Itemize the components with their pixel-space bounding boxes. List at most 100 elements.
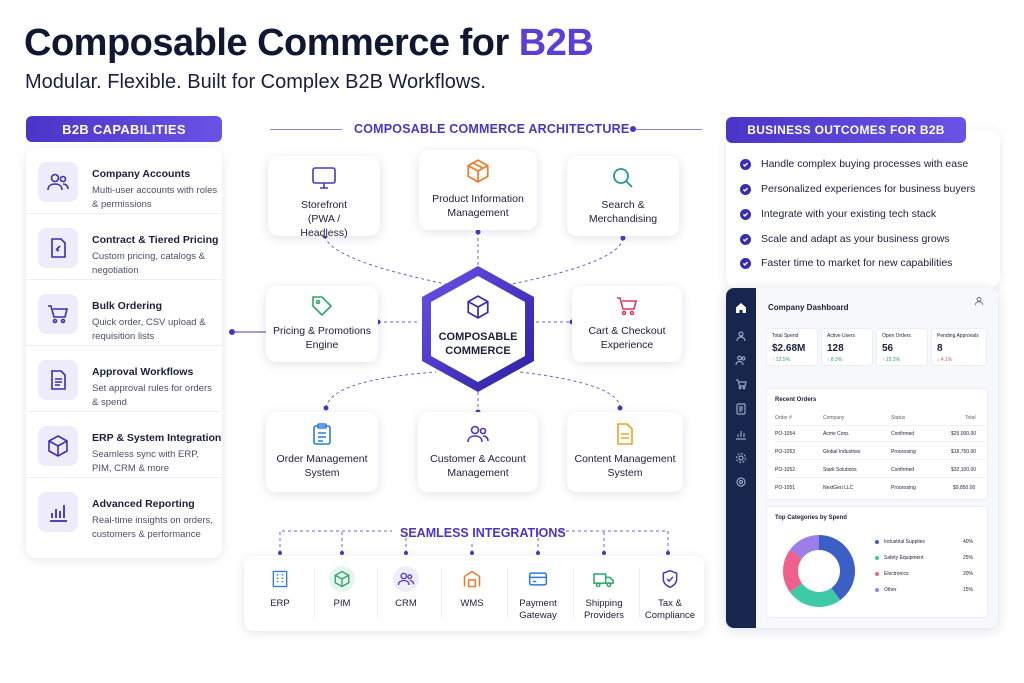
row-divider <box>775 459 985 460</box>
donut-slice-0 <box>819 535 855 601</box>
capability-contract-pricing[interactable]: Contract & Tiered Pricing Custom pricing… <box>26 214 222 280</box>
integration-label: WMS <box>460 598 484 609</box>
heading-dot <box>630 126 636 132</box>
capability-title: Company Accounts <box>92 168 191 180</box>
row-divider <box>775 477 985 478</box>
user-icon[interactable] <box>735 330 747 342</box>
integration-wms[interactable]: WMS <box>440 556 504 631</box>
table-cell: $18,750.00 <box>951 449 977 455</box>
integration-label: PIM <box>333 598 351 609</box>
integration-crm[interactable]: CRM <box>374 556 438 631</box>
column-header: Company <box>823 415 845 421</box>
legend-dot <box>875 540 879 544</box>
capability-desc: Set approval rules for orders & spend <box>92 383 212 408</box>
capability-desc: Seamless sync with ERP, PIM, CRM & more <box>92 449 200 474</box>
capabilities-heading: B2B CAPABILITIES <box>26 116 222 142</box>
truck-icon <box>591 566 617 592</box>
users-icon[interactable] <box>735 354 747 366</box>
monitor-icon <box>312 167 336 189</box>
kpi-label: Open Orders <box>882 333 911 339</box>
donut-slice-1 <box>789 583 841 607</box>
node-cart[interactable]: Cart & Checkout Experience <box>572 286 682 362</box>
kpi-delta: ↓ 4.1% <box>937 357 953 363</box>
node-pim[interactable]: Product Information Management <box>419 150 537 230</box>
kpi-label: Active Users <box>827 333 856 339</box>
node-label: Cart & Checkout Experience <box>588 325 666 351</box>
building-icon <box>267 566 293 592</box>
node-storefront[interactable]: Storefront (PWA / Headless) <box>268 156 380 239</box>
legend-dot <box>875 556 879 560</box>
divider <box>573 568 574 618</box>
capability-erp-integration[interactable]: ERP & System Integration Seamless sync w… <box>26 412 222 478</box>
capability-approval-workflows[interactable]: Approval Workflows Set approval rules fo… <box>26 346 222 412</box>
column-header: Total <box>965 415 976 421</box>
node-search[interactable]: Search & Merchandising <box>567 156 679 236</box>
top-categories-card: Top Categories by Spend Industrial Suppl… <box>766 506 988 618</box>
architecture-heading: COMPOSABLE COMMERCE ARCHITECTURE <box>354 122 630 136</box>
table-cell: Confirmed <box>891 431 915 437</box>
outcomes-heading: BUSINESS OUTCOMES FOR B2B <box>726 117 966 143</box>
node-label: Product Information Management <box>432 193 524 219</box>
node-cms[interactable]: Content Management System <box>567 412 683 492</box>
node-cam[interactable]: Customer & Account Management <box>418 412 538 492</box>
dashboard-main: Company Dashboard Total Spend $2.68M ↑ 1… <box>756 288 998 628</box>
page-subtitle: Modular. Flexible. Built for Complex B2B… <box>25 71 486 93</box>
kpi-card: Pending Approvals 8 ↓ 4.1% <box>931 328 987 366</box>
node-pricing[interactable]: Pricing & Promotions Engine <box>266 286 378 362</box>
core-label: COMPOSABLE COMMERCE <box>438 331 518 357</box>
kpi-delta: ↑ 8.3% <box>827 357 843 363</box>
node-label: Order Management System <box>276 453 368 479</box>
capability-bulk-ordering[interactable]: Bulk Ordering Quick order, CSV upload & … <box>26 280 222 346</box>
integrations-heading: SEAMLESS INTEGRATIONS <box>400 526 566 540</box>
donut-slice-3 <box>789 535 819 559</box>
integration-erp[interactable]: ERP <box>248 556 312 631</box>
users-icon <box>393 566 419 592</box>
table-cell[interactable]: PO-1052 <box>775 467 796 473</box>
capability-title: Advanced Reporting <box>92 498 195 510</box>
clipboard-icon <box>313 423 331 445</box>
dashboard-mockup: Company Dashboard Total Spend $2.68M ↑ 1… <box>726 288 998 628</box>
node-oms[interactable]: Order Management System <box>266 412 378 492</box>
gear-icon[interactable] <box>735 452 747 464</box>
row-divider <box>775 425 985 426</box>
table-cell[interactable]: PO-1051 <box>775 485 796 491</box>
integration-tax[interactable]: Tax & Compliance <box>638 556 702 631</box>
cube-icon <box>467 295 489 319</box>
integration-label: Tax & Compliance <box>644 598 696 621</box>
settings-icon[interactable] <box>735 476 747 488</box>
home-icon[interactable] <box>735 302 747 314</box>
divider <box>507 568 508 618</box>
integration-label: Payment Gateway <box>519 598 557 621</box>
table-cell[interactable]: PO-1054 <box>775 431 796 437</box>
integration-payment[interactable]: Payment Gateway <box>506 556 570 631</box>
node-label: Storefront (PWA / Headless) <box>300 199 348 239</box>
legend-value: 40% <box>963 539 974 545</box>
integration-shipping[interactable]: Shipping Providers <box>572 556 636 631</box>
node-label: Content Management System <box>574 453 676 479</box>
divider <box>314 568 315 618</box>
row-divider <box>775 441 985 442</box>
legend-label: Other <box>884 587 897 593</box>
table-cell: $9,850.00 <box>953 485 976 491</box>
node-label: Customer & Account Management <box>430 453 526 479</box>
profile-icon[interactable] <box>974 296 984 306</box>
legend-value: 15% <box>963 587 974 593</box>
legend-label: Safety Equipment <box>884 555 924 561</box>
capability-company-accounts[interactable]: Company Accounts Multi-user accounts wit… <box>26 148 222 214</box>
capability-desc: Custom pricing, catalogs & negotiation <box>92 251 205 276</box>
users-icon <box>467 425 489 443</box>
document-icon[interactable] <box>735 403 747 415</box>
cart-icon <box>38 294 78 334</box>
users-icon <box>38 162 78 202</box>
legend-dot <box>875 572 879 576</box>
integration-pim[interactable]: PIM <box>310 556 374 631</box>
table-cell: Stark Solutions <box>823 467 857 473</box>
table-cell[interactable]: PO-1053 <box>775 449 796 455</box>
capability-advanced-reporting[interactable]: Advanced Reporting Real-time insights on… <box>26 478 222 544</box>
bar-chart-icon[interactable] <box>735 428 747 440</box>
table-cell: NextGen LLC <box>823 485 854 491</box>
table-cell: Processing <box>891 449 916 455</box>
capability-desc: Multi-user accounts with roles & permiss… <box>92 185 218 210</box>
cart-icon[interactable] <box>735 378 747 390</box>
core-hexagon[interactable]: COMPOSABLE COMMERCE <box>418 264 538 394</box>
